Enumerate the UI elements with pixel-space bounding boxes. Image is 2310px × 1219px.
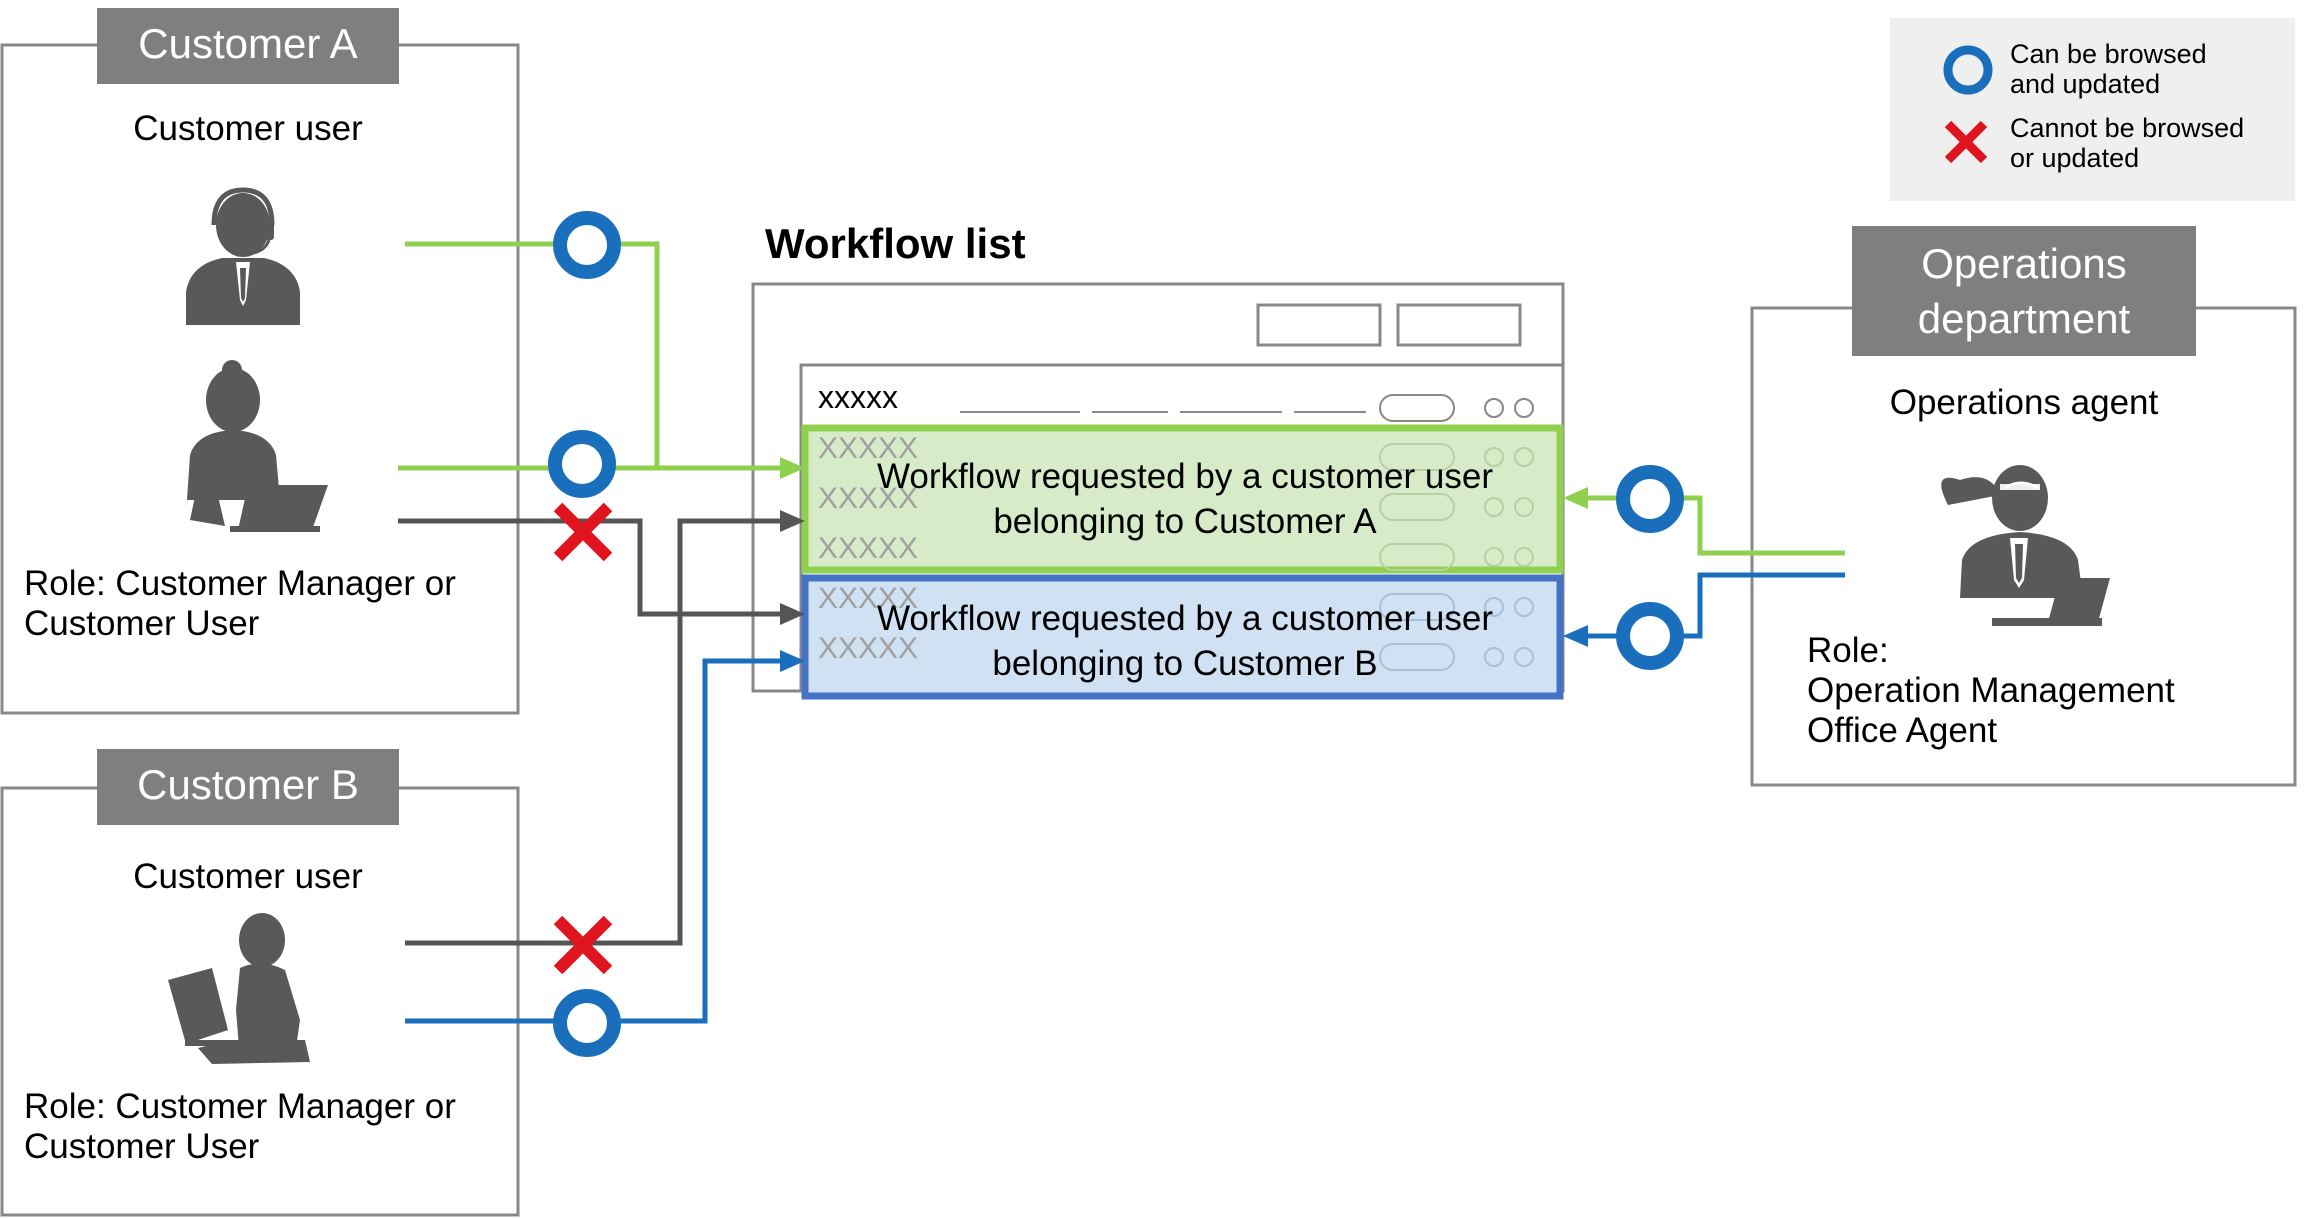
customer-b-panel: Customer B Customer user Role: Customer …	[0, 749, 520, 1217]
legend-circle-icon	[1943, 45, 1993, 95]
workflow-header-text: xxxxx	[818, 379, 898, 415]
operations-user-label: Operations agent	[1890, 383, 2159, 422]
group-b-label-line-1: Workflow requested by a customer user	[877, 599, 1493, 638]
group-b-label-line-2: belonging to Customer B	[992, 644, 1377, 683]
customer-b-role-line-1: Role: Customer Manager or	[24, 1087, 456, 1126]
operations-role-line-1: Role:	[1807, 631, 1889, 670]
group-a-label-line-1: Workflow requested by a customer user	[877, 457, 1493, 496]
operations-panel: Operations department Operations agent R…	[1750, 226, 2297, 787]
operations-header	[1852, 226, 2196, 356]
group-a-row-2-text: XXXXX	[818, 482, 918, 515]
connector-a-user2-to-group-b	[398, 518, 805, 625]
customer-a-title: Customer A	[138, 20, 357, 67]
customer-a-role-line-2: Customer User	[24, 604, 260, 643]
workflow-group-customer-a[interactable]: XXXXX XXXXX XXXXX Workflow requested by …	[801, 424, 1564, 574]
group-a-row-1-text: XXXXX	[818, 432, 918, 465]
legend-ng-label-1: Cannot be browsed	[2010, 113, 2244, 143]
customer-b-title: Customer B	[137, 761, 359, 808]
connector-b-user-to-group-a	[405, 510, 805, 946]
operations-title-line-2: department	[1918, 295, 2131, 342]
denied-cross-icon	[553, 502, 613, 562]
group-a-highlight	[801, 424, 1564, 574]
customer-b-role-line-2: Customer User	[24, 1127, 260, 1166]
workflow-list-window: xxxxx XXXXX XXXXX XXXXX Workflow request…	[751, 282, 1565, 700]
workflow-toolbar-button-1	[1256, 303, 1382, 347]
legend-cross-icon	[1944, 120, 1988, 164]
workflow-toolbar-button-2	[1396, 303, 1522, 347]
group-a-row-3-text: XXXXX	[818, 532, 918, 565]
woman-laptop-user-icon	[187, 360, 328, 532]
allowed-circle-icon	[553, 211, 621, 279]
customer-b-header	[97, 749, 399, 825]
legend-ng-label-2: or updated	[2010, 143, 2139, 173]
customer-a-user-label: Customer user	[133, 109, 363, 148]
allowed-circle-icon	[548, 430, 616, 498]
allowed-circle-icon	[1616, 465, 1684, 533]
operations-role-line-3: Office Agent	[1807, 711, 1997, 750]
group-a-label-line-2: belonging to Customer A	[993, 502, 1377, 541]
operations-role-line-2: Operation Management	[1807, 671, 2175, 710]
legend-ok-label-2: and updated	[2010, 69, 2160, 99]
operations-agent-icon	[1941, 465, 2110, 626]
allowed-circle-icon	[1616, 602, 1684, 670]
workflow-group-customer-b[interactable]: XXXXX XXXXX Workflow requested by a cust…	[801, 574, 1564, 700]
group-b-row-1-text: XXXXX	[818, 582, 918, 615]
group-b-highlight	[801, 574, 1564, 700]
customer-a-panel: Customer A Customer user Role: Customer …	[0, 8, 520, 715]
legend-ok-label-1: Can be browsed	[2010, 39, 2207, 69]
workflow-header-row: xxxxx	[818, 379, 1534, 422]
customer-b-user-label: Customer user	[133, 857, 363, 896]
workflow-list-title: Workflow list	[765, 220, 1026, 267]
group-b-row-2-text: XXXXX	[818, 632, 918, 665]
customer-a-header	[97, 8, 399, 84]
headset-user-icon	[186, 187, 300, 325]
legend: Can be browsed and updated Cannot be bro…	[1890, 18, 2295, 201]
denied-cross-icon	[553, 915, 613, 975]
allowed-circle-icon	[553, 989, 621, 1057]
sitting-laptop-user-icon	[168, 913, 310, 1064]
customer-a-role-line-1: Role: Customer Manager or	[24, 564, 456, 603]
operations-title-line-1: Operations	[1921, 240, 2126, 287]
customer-a-box	[0, 43, 520, 715]
